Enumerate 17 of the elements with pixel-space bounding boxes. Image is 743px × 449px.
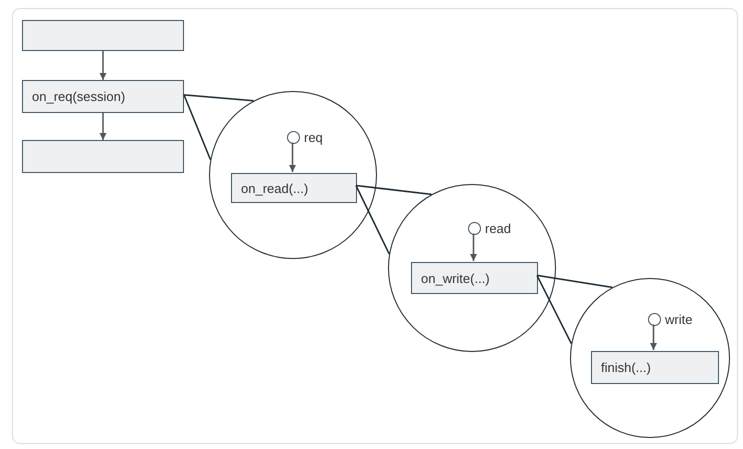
arrow [100, 113, 106, 140]
process-box [22, 140, 184, 173]
port-label: req [304, 130, 323, 144]
arrow [289, 142, 296, 172]
process-box: on_write(...) [411, 262, 538, 294]
process-box: on_read(...) [231, 173, 357, 203]
process-box: on_req(session) [22, 80, 184, 113]
callout-tail [183, 94, 254, 160]
process-box [22, 20, 184, 51]
arrow [470, 234, 477, 261]
arrow [650, 324, 657, 350]
port-label: read [485, 220, 512, 236]
callout-tail [355, 184, 432, 255]
port-label: write [665, 312, 692, 326]
process-box: finish(...) [591, 351, 719, 384]
callout-tail [536, 274, 614, 344]
arrow [100, 51, 106, 80]
